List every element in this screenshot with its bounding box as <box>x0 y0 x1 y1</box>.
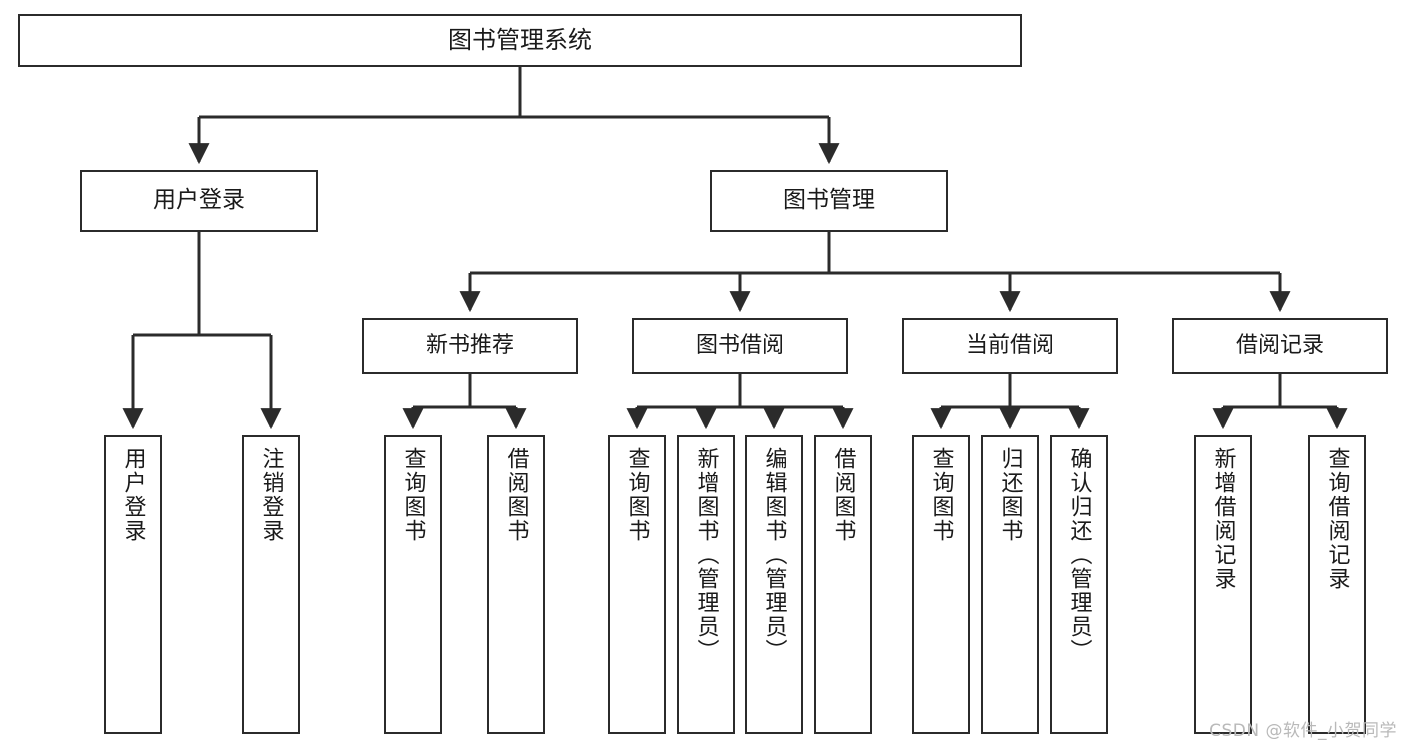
node-root-label: 图书管理系统 <box>448 26 592 55</box>
leaf-book-borrow-borrow[interactable]: 借阅图书 <box>814 435 872 734</box>
leaf-borrow-record-query-label: 查询借阅记录 <box>1324 447 1350 591</box>
leaf-new-book-query-label: 查询图书 <box>400 447 426 543</box>
leaf-current-borrow-return-label: 归还图书 <box>997 447 1023 543</box>
leaf-book-borrow-edit[interactable]: 编辑图书（管理员） <box>745 435 803 734</box>
leaf-book-borrow-borrow-label: 借阅图书 <box>830 447 856 543</box>
leaf-new-book-borrow[interactable]: 借阅图书 <box>487 435 545 734</box>
node-root[interactable]: 图书管理系统 <box>18 14 1022 67</box>
node-new-book-recommend[interactable]: 新书推荐 <box>362 318 578 374</box>
leaf-borrow-record-add-label: 新增借阅记录 <box>1210 447 1236 591</box>
node-borrow-record-label: 借阅记录 <box>1235 333 1324 359</box>
node-current-borrow-label: 当前借阅 <box>965 333 1054 359</box>
leaf-current-borrow-query-label: 查询图书 <box>928 447 954 543</box>
leaf-borrow-record-query[interactable]: 查询借阅记录 <box>1308 435 1366 734</box>
leaf-current-borrow-return[interactable]: 归还图书 <box>981 435 1039 734</box>
leaf-book-borrow-add-label: 新增图书（管理员） <box>693 447 719 663</box>
leaf-new-book-query[interactable]: 查询图书 <box>384 435 442 734</box>
node-book-manage-label: 图书管理 <box>783 187 875 214</box>
leaf-borrow-record-add[interactable]: 新增借阅记录 <box>1194 435 1252 734</box>
node-borrow-record[interactable]: 借阅记录 <box>1172 318 1388 374</box>
node-book-borrow[interactable]: 图书借阅 <box>632 318 848 374</box>
leaf-book-borrow-add[interactable]: 新增图书（管理员） <box>677 435 735 734</box>
node-user-login[interactable]: 用户登录 <box>80 170 318 232</box>
node-book-borrow-label: 图书借阅 <box>695 333 784 359</box>
leaf-user-login-logout-label: 注销登录 <box>258 447 284 543</box>
node-current-borrow[interactable]: 当前借阅 <box>902 318 1118 374</box>
leaf-current-borrow-query[interactable]: 查询图书 <box>912 435 970 734</box>
leaf-user-login-login-label: 用户登录 <box>120 447 146 543</box>
node-book-manage[interactable]: 图书管理 <box>710 170 948 232</box>
leaf-current-borrow-confirm-label: 确认归还（管理员） <box>1066 447 1092 663</box>
leaf-book-borrow-query-label: 查询图书 <box>624 447 650 543</box>
node-user-login-label: 用户登录 <box>153 187 245 214</box>
leaf-current-borrow-confirm[interactable]: 确认归还（管理员） <box>1050 435 1108 734</box>
leaf-new-book-borrow-label: 借阅图书 <box>503 447 529 543</box>
leaf-book-borrow-edit-label: 编辑图书（管理员） <box>761 447 787 663</box>
leaf-book-borrow-query[interactable]: 查询图书 <box>608 435 666 734</box>
node-new-book-recommend-label: 新书推荐 <box>425 333 514 359</box>
csdn-watermark: CSDN @软件_小贺同学 <box>1209 721 1397 741</box>
leaf-user-login-logout[interactable]: 注销登录 <box>242 435 300 734</box>
leaf-user-login-login[interactable]: 用户登录 <box>104 435 162 734</box>
